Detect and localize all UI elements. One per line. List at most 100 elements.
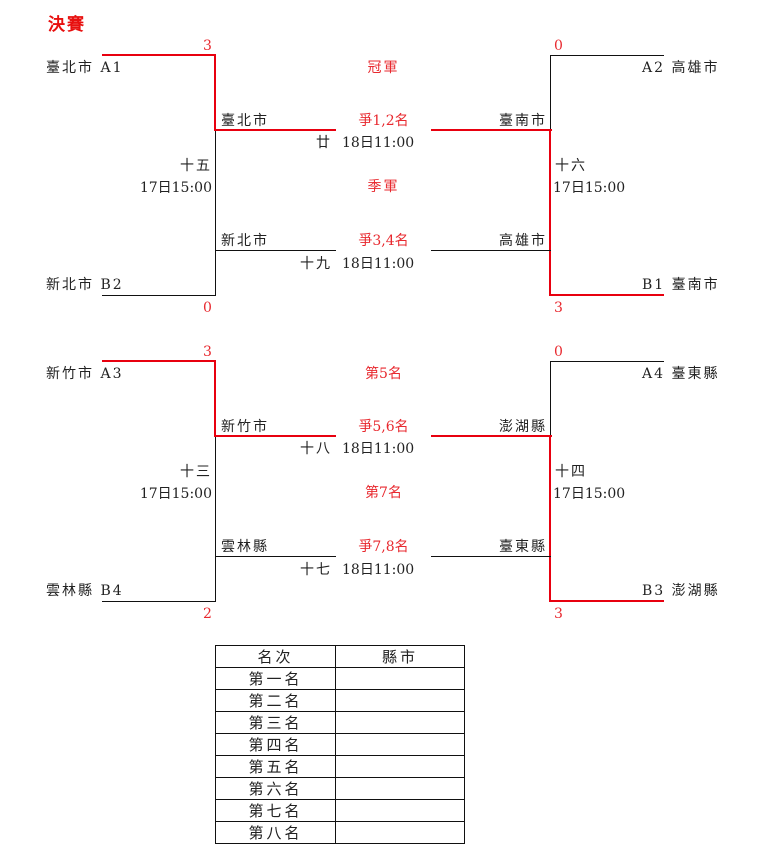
rank-cell: 第五名 <box>215 755 336 778</box>
rank-cell: 第四名 <box>215 733 336 756</box>
city-cell[interactable] <box>335 667 465 690</box>
right-top-team: A4 臺東縣 <box>642 366 720 382</box>
left-top-line <box>102 54 216 56</box>
left-bottom-line <box>102 295 216 296</box>
left-upper-winner: 新竹市 <box>221 419 269 435</box>
header-rank: 名次 <box>215 645 336 668</box>
right-bottom-score: 3 <box>554 300 565 316</box>
right-top-vertical <box>550 361 551 437</box>
right-match-time: 17日15:00 <box>553 180 626 196</box>
right-match-no: 十六 <box>555 158 587 174</box>
city-cell[interactable] <box>335 711 465 734</box>
table-row: 第八名 <box>215 821 465 844</box>
right-top-line <box>550 361 664 362</box>
left-top-vertical <box>214 54 216 131</box>
upper-label: 爭5,6名 <box>358 419 409 435</box>
left-match-time: 17日15:00 <box>139 486 212 502</box>
right-top-score: 0 <box>554 344 565 360</box>
lower-title: 季軍 <box>367 179 400 195</box>
left-lower-line <box>215 556 336 557</box>
right-top-vertical <box>550 55 551 131</box>
left-top-score: 3 <box>203 344 214 360</box>
upper-title: 第5名 <box>365 366 402 382</box>
table-row: 第五名 <box>215 755 465 778</box>
left-top-score: 3 <box>203 38 214 54</box>
lower-match-time: 18日11:00 <box>342 256 415 272</box>
upper-match-time: 18日11:00 <box>342 441 415 457</box>
right-bottom-team: B3 澎湖縣 <box>642 583 720 599</box>
left-top-line <box>102 360 216 362</box>
left-bottom-line <box>102 601 216 602</box>
left-match-no: 十三 <box>180 464 212 480</box>
city-cell[interactable] <box>335 755 465 778</box>
right-lower-loser: 高雄市 <box>499 233 547 249</box>
lower-match-time: 18日11:00 <box>342 562 415 578</box>
right-lower-line <box>431 250 551 251</box>
rank-cell: 第六名 <box>215 777 336 800</box>
table-row: 第六名 <box>215 777 465 800</box>
table-row: 第七名 <box>215 799 465 822</box>
lower-match-no: 十七 <box>300 562 332 578</box>
left-bottom-score: 0 <box>203 300 214 316</box>
left-upper-line <box>214 435 336 437</box>
left-top-team: 臺北市 A1 <box>46 60 124 76</box>
left-upper-winner: 臺北市 <box>221 113 269 129</box>
right-lower-line <box>431 556 551 557</box>
city-cell[interactable] <box>335 689 465 712</box>
left-top-team: 新竹市 A3 <box>46 366 124 382</box>
right-bottom-line <box>549 600 664 602</box>
left-match-no: 十五 <box>180 158 212 174</box>
upper-match-no: 十八 <box>300 441 332 457</box>
table-row: 第一名 <box>215 667 465 690</box>
left-bottom-vertical <box>215 436 216 602</box>
left-lower-line <box>215 250 336 251</box>
rank-cell: 第八名 <box>215 821 336 844</box>
ranking-table: 名次 縣市 第一名 第二名 第三名 第四名 第五名 第六名 第七名 第八名 <box>215 645 465 844</box>
right-match-no: 十四 <box>555 464 587 480</box>
left-bottom-team: 雲林縣 B4 <box>46 583 124 599</box>
bracket-1: 臺北市 A1 3 新北市 B2 0 十五 17日15:00 臺北市 新北市 冠軍… <box>0 0 775 320</box>
right-match-time: 17日15:00 <box>553 486 626 502</box>
city-cell[interactable] <box>335 777 465 800</box>
right-upper-winner: 臺南市 <box>499 113 547 129</box>
right-bottom-vertical <box>549 435 551 602</box>
right-bottom-line <box>549 294 664 296</box>
right-upper-line <box>431 129 552 131</box>
lower-match-no: 十九 <box>300 256 332 272</box>
lower-title: 第7名 <box>365 485 402 501</box>
table-row: 第二名 <box>215 689 465 712</box>
bracket-2: 新竹市 A3 3 雲林縣 B4 2 十三 17日15:00 新竹市 雲林縣 第5… <box>0 306 775 626</box>
rank-cell: 第三名 <box>215 711 336 734</box>
table-row: 第四名 <box>215 733 465 756</box>
city-cell[interactable] <box>335 733 465 756</box>
right-top-line <box>550 55 664 56</box>
right-bottom-vertical <box>549 129 551 296</box>
right-bottom-team: B1 臺南市 <box>642 277 720 293</box>
city-cell[interactable] <box>335 799 465 822</box>
rank-cell: 第二名 <box>215 689 336 712</box>
left-lower-loser: 新北市 <box>221 233 269 249</box>
upper-match-no: 廿 <box>316 135 332 151</box>
header-city: 縣市 <box>335 645 465 668</box>
upper-label: 爭1,2名 <box>358 113 409 129</box>
left-upper-line <box>214 129 336 131</box>
lower-label: 爭7,8名 <box>358 539 409 555</box>
city-cell[interactable] <box>335 821 465 844</box>
rank-cell: 第一名 <box>215 667 336 690</box>
right-upper-line <box>431 435 552 437</box>
right-upper-winner: 澎湖縣 <box>499 419 547 435</box>
rank-cell: 第七名 <box>215 799 336 822</box>
left-bottom-score: 2 <box>203 606 214 622</box>
upper-match-time: 18日11:00 <box>342 135 415 151</box>
right-top-score: 0 <box>554 38 565 54</box>
right-lower-loser: 臺東縣 <box>499 539 547 555</box>
upper-title: 冠軍 <box>367 60 400 76</box>
ranking-header-row: 名次 縣市 <box>215 645 465 668</box>
left-bottom-team: 新北市 B2 <box>46 277 124 293</box>
table-row: 第三名 <box>215 711 465 734</box>
right-bottom-score: 3 <box>554 606 565 622</box>
left-bottom-vertical <box>215 130 216 296</box>
right-top-team: A2 高雄市 <box>642 60 720 76</box>
left-lower-loser: 雲林縣 <box>221 539 269 555</box>
lower-label: 爭3,4名 <box>358 233 409 249</box>
